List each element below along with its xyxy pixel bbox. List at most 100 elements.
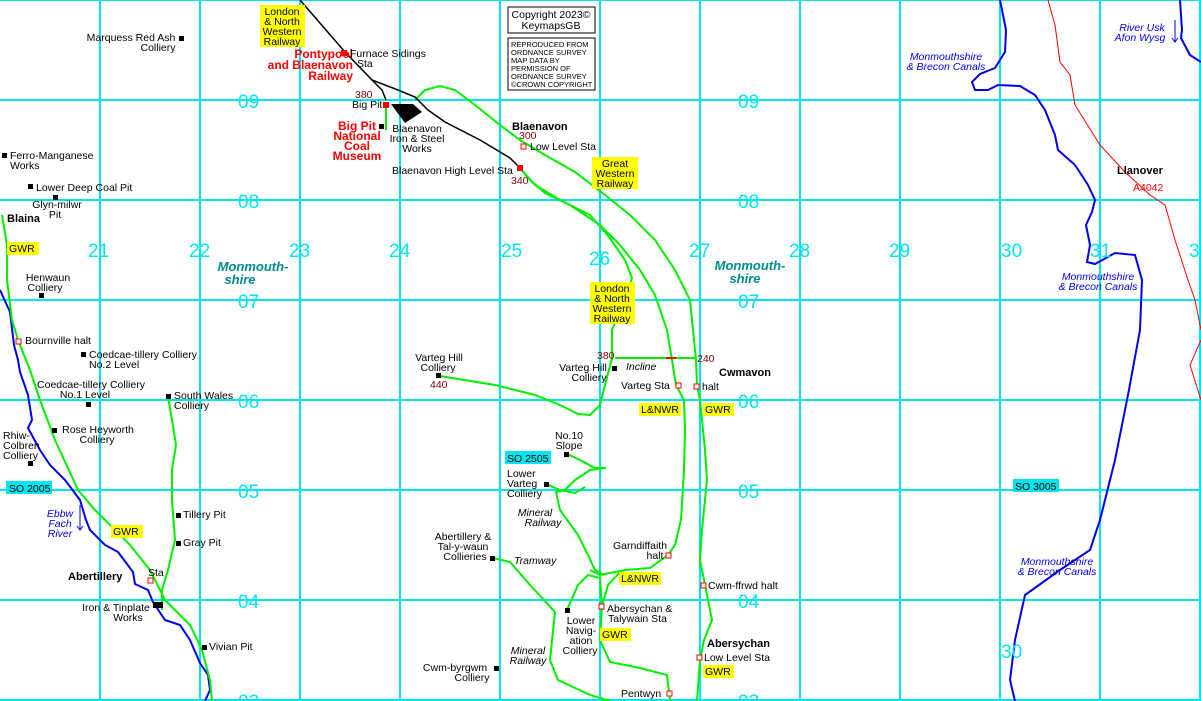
town-abersychan: Abersychan [707, 638, 770, 650]
map-label: London [264, 6, 299, 18]
lower-navigation-line [566, 573, 603, 611]
water-labels: Monmouthshire& Brecon Canals Monmouthshi… [47, 22, 1166, 578]
map-label: No.2 Level [89, 359, 139, 371]
map-feature [703, 403, 734, 416]
map-feature [15, 143, 707, 697]
station-bournville [15, 338, 22, 345]
tramway-line [492, 557, 611, 701]
map-label: Low Level Sta [704, 652, 770, 664]
tag-lnwr-varteg: L&NWR [641, 404, 679, 416]
grid-ref-box-2505 [505, 451, 551, 464]
map-label: Marquess Red Ash [87, 32, 176, 44]
map-label: & North [594, 293, 630, 305]
map-label: 380 [355, 89, 373, 101]
northing-04-w: 04 [238, 592, 260, 613]
map-label: Monmouthshire [910, 51, 983, 63]
tag-gwr-abertillery: GWR [113, 526, 139, 538]
marker-varteg-w [436, 373, 441, 378]
station-abersychan-low [696, 654, 703, 661]
station-furnace [341, 50, 347, 56]
map-feature [341, 50, 523, 171]
map-label: Monmouth- [218, 259, 289, 274]
marker-gray [176, 541, 181, 546]
map-label: Coedcae-tillery Colliery [37, 379, 146, 391]
grid-ref-2505: SO 2505 [507, 453, 549, 465]
marker-abertillery-tal [490, 556, 495, 561]
grid-ref-box-3005 [1013, 479, 1059, 492]
marker-vivian [202, 645, 207, 650]
map-label: Collieries [443, 551, 486, 563]
map-label: Western [596, 168, 635, 180]
mineral-railway-line [554, 467, 607, 576]
map-label: halt [647, 550, 664, 562]
map-feature [260, 5, 305, 47]
town-cwmavon: Cwmavon [719, 367, 771, 379]
marker-tillery [176, 513, 181, 518]
map-label: No.1 Level [60, 389, 110, 401]
flow-arrow-ebbw-icon [76, 505, 84, 531]
map-label: Abersychan &Talywain Sta [607, 603, 672, 625]
northing-04-e: 04 [738, 592, 760, 613]
map-label: 240 [697, 353, 715, 365]
marker-varteg-e [612, 366, 617, 371]
map-label: & Brecon Canals [907, 61, 987, 73]
road-a4042 [1047, 0, 1201, 331]
map-label: Sta [357, 58, 373, 70]
map-label: Pit [49, 209, 61, 221]
map-label: Coal [344, 139, 370, 153]
map-label: National [333, 129, 380, 143]
map-label: Navig- [566, 625, 597, 637]
marker-glyn [53, 195, 58, 200]
map-label: ation [570, 635, 593, 647]
map-label: Slope [556, 440, 583, 452]
map-label: Western [593, 303, 632, 315]
northing-07-e: 07 [738, 292, 759, 313]
map-label: Western [263, 26, 302, 38]
northing-03-w: 03 [238, 692, 259, 701]
northing-07-w: 07 [238, 292, 259, 313]
map-feature [507, 37, 596, 91]
map-label: Lower [567, 615, 596, 627]
map-label: 340 [511, 175, 529, 187]
map-label: Railway [308, 69, 353, 83]
marker-coedcae1 [86, 402, 91, 407]
map-label: PERMISSION OF [511, 64, 571, 73]
map-label: Vivian Pit [209, 641, 253, 653]
marker-marquess [179, 36, 184, 41]
grid-ref-2005: SO 2005 [9, 483, 51, 495]
northing-08-w: 08 [238, 192, 259, 213]
gwr-blaenavon-line [414, 84, 714, 701]
marker-rhiw [28, 461, 33, 466]
map-label: REPRODUCED FROM [511, 40, 589, 49]
map-label: 380 [597, 350, 615, 362]
map-label: Colliery [454, 672, 490, 684]
easting-25: 25 [501, 241, 522, 262]
gwr-blaina-line [1, 214, 213, 701]
map-label: Colliery [140, 42, 176, 54]
map-label: Rose Heyworth [62, 424, 134, 436]
tag-gwr-blaina: GWR [9, 243, 35, 255]
station-garndiffaith [665, 552, 672, 559]
northing-03-e: 03 [738, 692, 759, 701]
easting-31: 31 [1090, 241, 1111, 262]
map-label: Monmouthshire& Brecon Canals [1018, 556, 1098, 578]
south-wales-colliery-line [161, 395, 178, 610]
map-label: and Blaenavon [268, 58, 353, 72]
station-high-level [517, 165, 523, 171]
station-big-pit [383, 102, 389, 108]
lower-varteg-line [545, 483, 586, 495]
map-label: Railway [597, 178, 635, 190]
map-label: Mineral [518, 507, 553, 519]
map-label: Tramway [514, 555, 557, 567]
map-label: Colliery [27, 282, 63, 294]
town-blaenavon: Blaenavon [512, 121, 568, 133]
flow-arrow-usk-icon [1171, 20, 1179, 43]
